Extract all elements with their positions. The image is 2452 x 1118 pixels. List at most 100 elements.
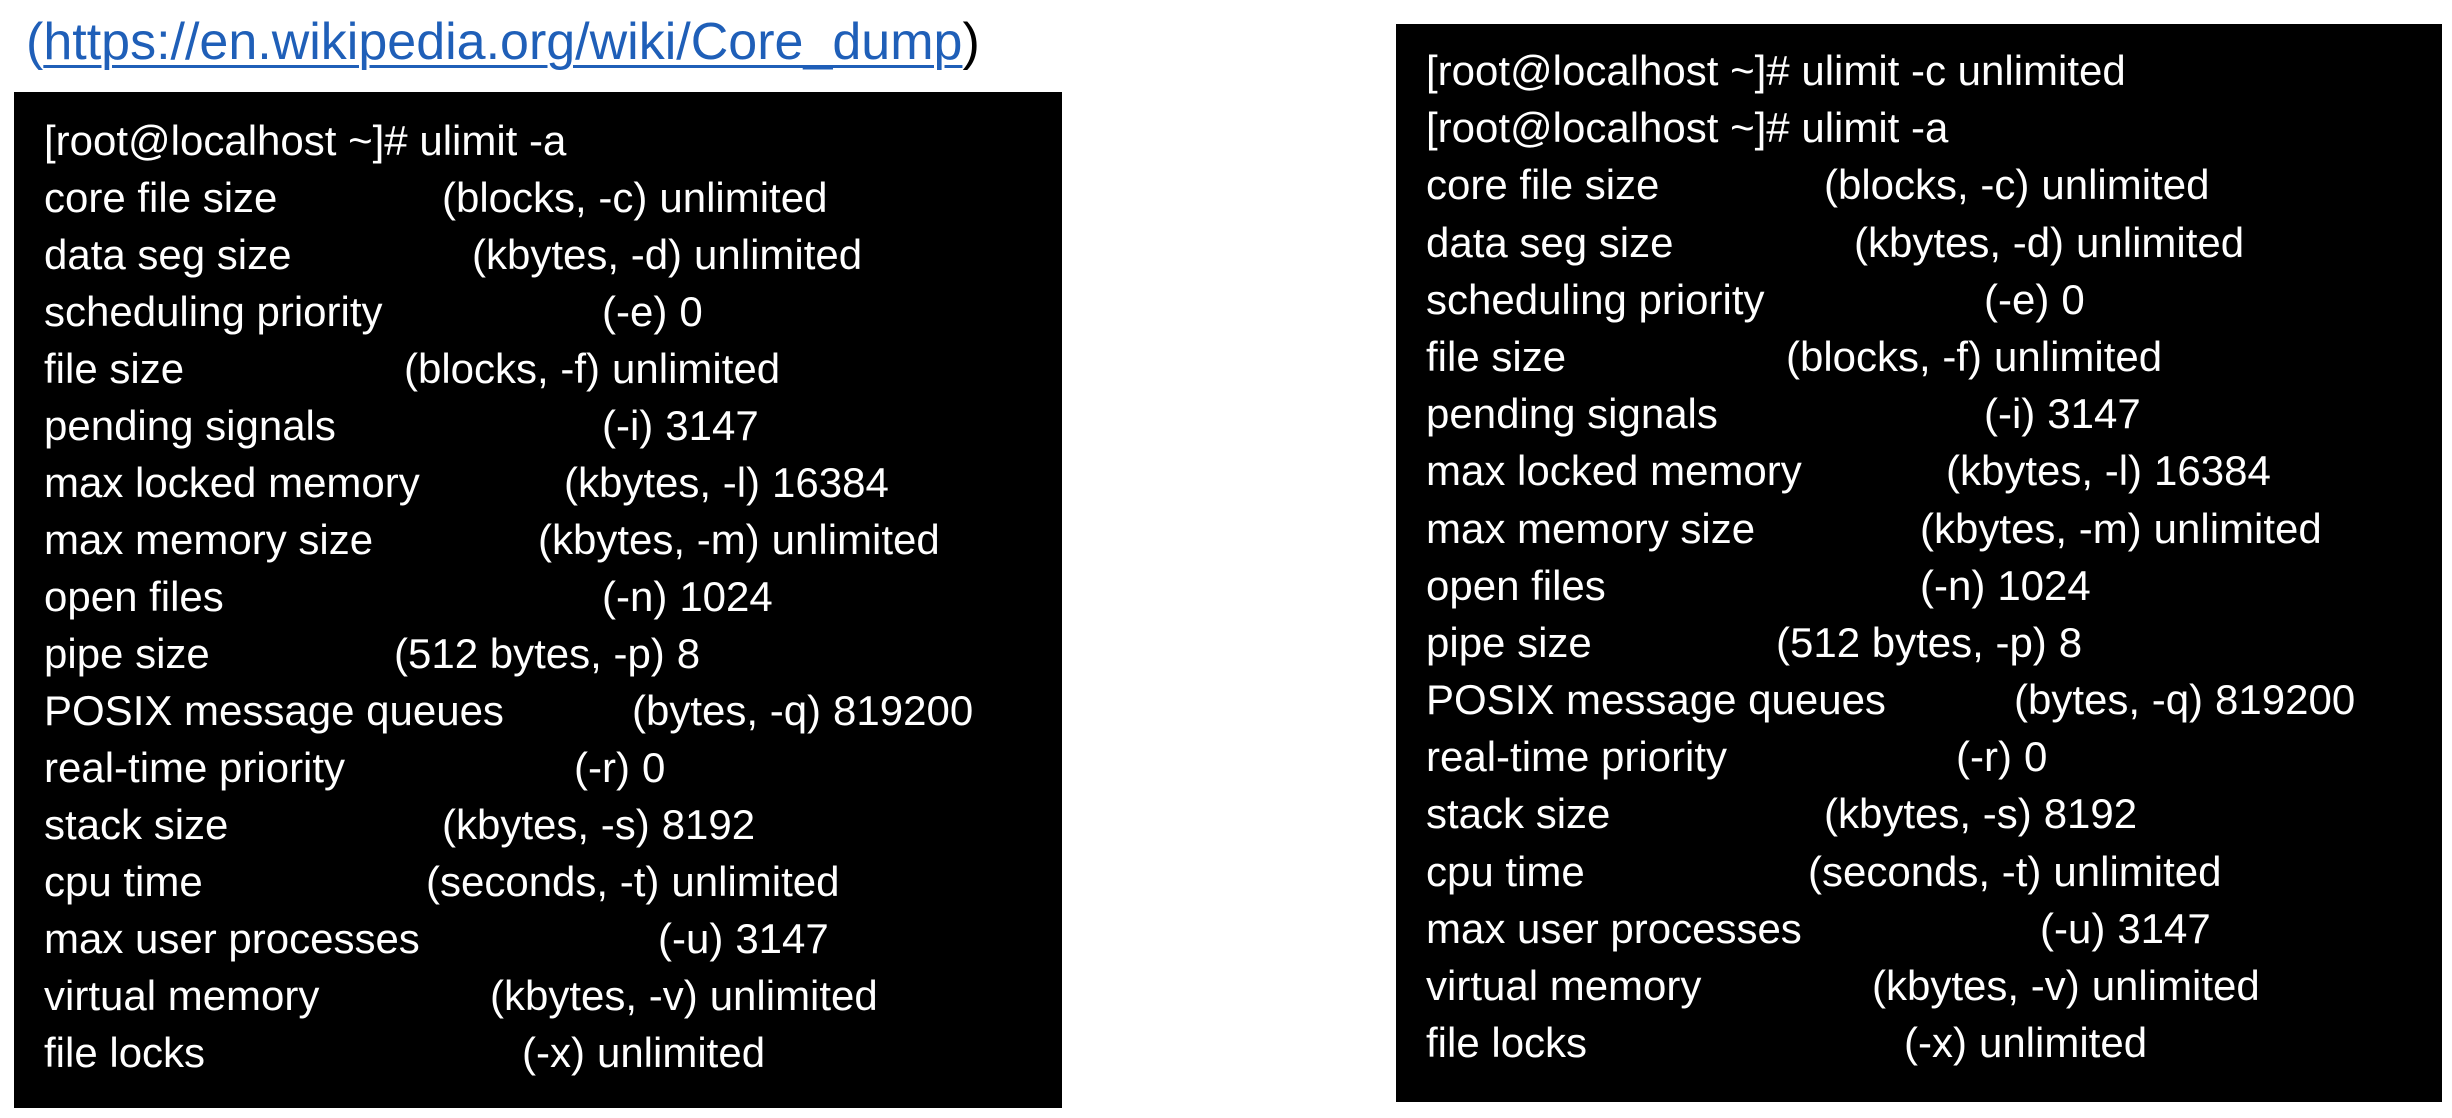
terminal-left: [root@localhost ~]# ulimit -a core file … xyxy=(14,92,1062,1108)
terminal-right-row: virtual memory (kbytes, -v)unlimited xyxy=(1426,957,2442,1014)
terminal-right-prompt-2: [root@localhost ~]# ulimit -a xyxy=(1426,104,1949,152)
terminal-right-prompt-1: [root@localhost ~]# ulimit -c unlimited xyxy=(1426,47,2126,94)
terminal-left-row-unit: (kbytes, -v) xyxy=(490,972,698,1019)
terminal-right-prompt-line-2: [root@localhost ~]# ulimit -a xyxy=(1426,99,2442,156)
terminal-left-row: file locks (-x)unlimited xyxy=(44,1024,1062,1081)
terminal-left-row-name: max locked memory xyxy=(44,459,420,506)
terminal-left-row: scheduling priority(-e)0 xyxy=(44,283,1062,340)
terminal-left-row-unit: (512 bytes, -p) xyxy=(394,630,665,677)
terminal-right-row: scheduling priority (-e)0 xyxy=(1426,271,2442,328)
open-paren: ( xyxy=(26,13,44,71)
terminal-left-row-value: unlimited xyxy=(771,516,940,563)
terminal-right-row: real-time priority(-r)0 xyxy=(1426,728,2442,785)
terminal-left-row-unit: (-i) xyxy=(602,402,654,449)
terminal-left-row-value: 8192 xyxy=(661,801,756,848)
terminal-right-row-unit: (kbytes, -d) xyxy=(1854,218,2065,266)
terminal-left-row: real-time priority(-r)0 xyxy=(44,739,1062,796)
close-paren: ) xyxy=(962,13,980,71)
terminal-right-row: POSIX message queues(bytes, -q)819200 xyxy=(1426,671,2442,728)
terminal-left-row-unit: (-e) xyxy=(602,288,668,335)
terminal-right-row-name: virtual memory xyxy=(1426,962,1702,1009)
terminal-left-row: pending signals(-i)3147 xyxy=(44,397,1062,454)
terminal-right-row-value: 0 xyxy=(2061,275,2085,323)
wikipedia-core-dump-link[interactable]: https://en.wikipedia.org/wiki/Core_dump xyxy=(43,13,963,71)
terminal-left-row-name: open files xyxy=(44,573,224,620)
terminal-right-row-unit: (kbytes, -l) xyxy=(1946,447,2143,495)
terminal-left-row-name: file size xyxy=(44,345,185,392)
terminal-right-row-value: 3147 xyxy=(2047,390,2141,438)
terminal-left-row-name: virtual memory xyxy=(44,972,320,1019)
terminal-left-row-unit: (-r) xyxy=(574,744,630,791)
terminal-right-row-unit: (kbytes, -s) xyxy=(1824,790,2032,838)
terminal-left-row: max memory size (kbytes, -m)unlimited xyxy=(44,511,1062,568)
terminal-left-row-value: 819200 xyxy=(833,687,974,734)
terminal-right-row-name: real-time priority xyxy=(1426,733,1728,781)
terminal-right-row-name: scheduling priority xyxy=(1426,275,1765,323)
terminal-left-row-value: 3147 xyxy=(665,402,759,449)
terminal-right-row-unit: (kbytes, -v) xyxy=(1872,962,2080,1009)
terminal-right-row-value: unlimited xyxy=(1994,332,2163,380)
terminal-left-row: max user processes(-u)3147 xyxy=(44,910,1062,967)
terminal-right-row: max locked memory(kbytes, -l)16384 xyxy=(1426,442,2442,499)
terminal-right: [root@localhost ~]# ulimit -c unlimited … xyxy=(1396,24,2442,1102)
terminal-right-row-unit: (-x) xyxy=(1904,1019,1967,1067)
terminal-left-row-value: unlimited xyxy=(612,345,781,392)
terminal-right-row-unit: (-n) xyxy=(1920,561,1986,609)
terminal-right-row-name: data seg size xyxy=(1426,218,1674,266)
terminal-left-row-unit: (bytes, -q) xyxy=(632,687,822,734)
terminal-right-row: file size (blocks, -f)unlimited xyxy=(1426,328,2442,385)
terminal-left-row-value: 0 xyxy=(679,288,703,335)
terminal-left-row-unit: (kbytes, -m) xyxy=(538,516,760,563)
terminal-right-row: cpu time(seconds, -t)unlimited xyxy=(1426,843,2442,900)
terminal-right-row-unit: (kbytes, -m) xyxy=(1920,504,2142,552)
terminal-left-row-unit: (-u) xyxy=(658,915,724,962)
terminal-right-row-value: 16384 xyxy=(2154,447,2271,495)
terminal-left-row-name: file locks xyxy=(44,1029,206,1076)
terminal-right-row-unit: (-e) xyxy=(1984,275,2050,323)
terminal-right-row-name: core file size xyxy=(1426,161,1660,209)
terminal-right-row-value: unlimited xyxy=(2076,218,2245,266)
terminal-left-row: cpu time(seconds, -t)unlimited xyxy=(44,853,1062,910)
terminal-left-row-unit: (kbytes, -s) xyxy=(442,801,650,848)
terminal-right-row-name: max memory size xyxy=(1426,504,1756,552)
terminal-right-row-value: unlimited xyxy=(1978,1019,2148,1067)
terminal-left-row: file size (blocks, -f)unlimited xyxy=(44,340,1062,397)
terminal-left-row-unit: (blocks, -f) xyxy=(404,345,601,392)
terminal-left-row-name: stack size xyxy=(44,801,229,848)
terminal-right-row-unit: (blocks, -f) xyxy=(1786,332,1983,380)
terminal-left-row-value: unlimited xyxy=(596,1029,766,1076)
terminal-left-row-value: unlimited xyxy=(694,231,863,278)
terminal-right-row-unit: (seconds, -t) xyxy=(1808,847,2042,895)
terminal-right-row: core file size(blocks, -c)unlimited xyxy=(1426,156,2442,213)
terminal-left-row-name: max user processes xyxy=(44,915,420,962)
terminal-right-row-value: unlimited xyxy=(2091,962,2260,1009)
terminal-right-row-name: max user processes xyxy=(1426,904,1802,952)
terminal-left-row-name: cpu time xyxy=(44,858,203,905)
terminal-right-prompt-line-1: [root@localhost ~]# ulimit -c unlimited xyxy=(1426,42,2442,99)
terminal-left-row-value: unlimited xyxy=(671,858,840,905)
terminal-left-row-unit: (-x) xyxy=(522,1029,585,1076)
terminal-left-row-name: POSIX message queues xyxy=(44,687,504,734)
terminal-right-row-name: file locks xyxy=(1426,1019,1588,1067)
terminal-right-row: file locks (-x)unlimited xyxy=(1426,1014,2442,1071)
terminal-left-row-value: unlimited xyxy=(659,174,828,221)
terminal-right-row-name: pending signals xyxy=(1426,390,1718,438)
terminal-left-row: pipe size(512 bytes, -p)8 xyxy=(44,625,1062,682)
terminal-right-row: open files(-n)1024 xyxy=(1426,557,2442,614)
terminal-right-row-name: file size xyxy=(1426,332,1567,380)
terminal-left-row: max locked memory(kbytes, -l)16384 xyxy=(44,454,1062,511)
terminal-left-row-name: max memory size xyxy=(44,516,374,563)
terminal-left-row-value: 1024 xyxy=(679,573,773,620)
terminal-left-row-unit: (-n) xyxy=(602,573,668,620)
terminal-right-row-value: 8192 xyxy=(2043,790,2138,838)
terminal-right-row-unit: (blocks, -c) xyxy=(1824,161,2030,209)
terminal-left-row-name: core file size xyxy=(44,174,278,221)
terminal-right-row-unit: (512 bytes, -p) xyxy=(1776,618,2047,666)
terminal-right-row-value: 819200 xyxy=(2215,676,2356,724)
terminal-right-row-name: stack size xyxy=(1426,790,1611,838)
terminal-left-row: POSIX message queues (bytes, -q)819200 xyxy=(44,682,1062,739)
terminal-left-row: virtual memory(kbytes, -v)unlimited xyxy=(44,967,1062,1024)
terminal-right-row-unit: (-r) xyxy=(1956,733,2012,781)
terminal-right-row-name: POSIX message queues xyxy=(1426,676,1886,724)
terminal-right-row-value: unlimited xyxy=(2153,504,2322,552)
